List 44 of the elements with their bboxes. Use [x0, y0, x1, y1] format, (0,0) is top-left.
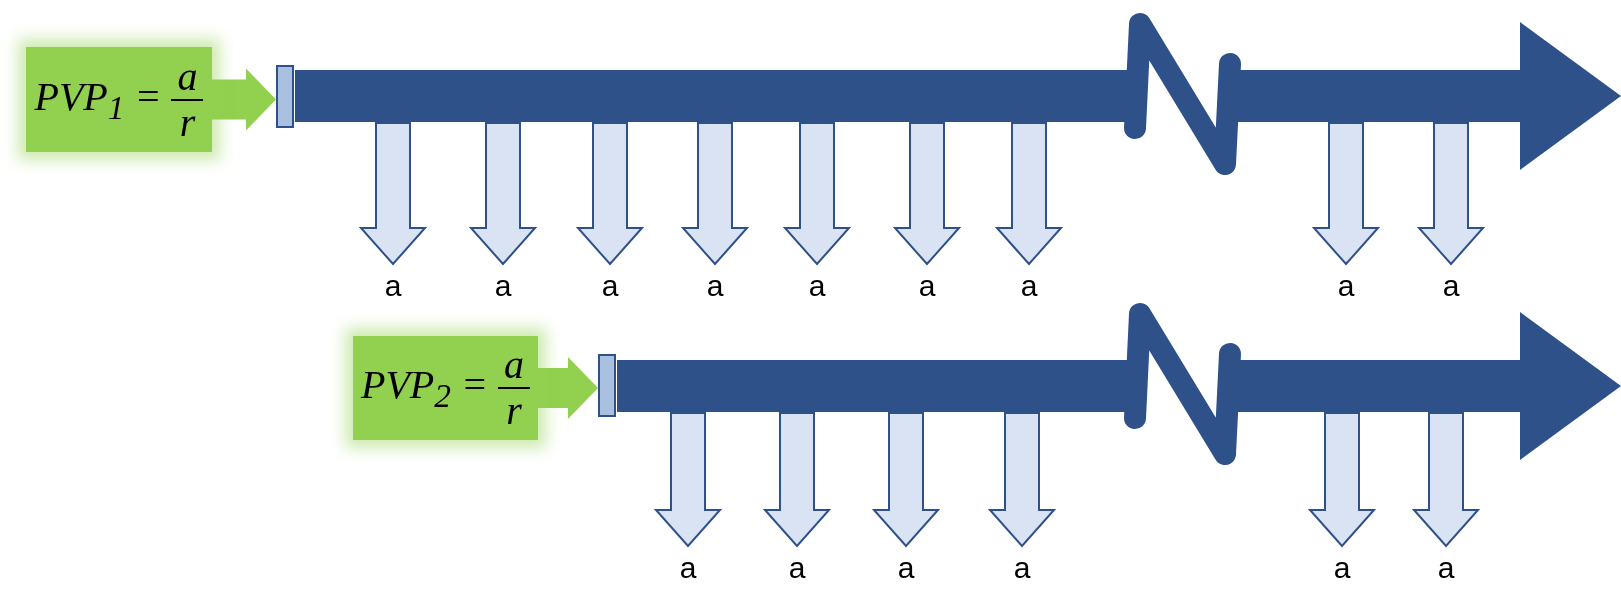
payment-label: a: [1426, 552, 1466, 584]
fraction-numerator: a: [498, 343, 530, 389]
down-arrow: [680, 122, 750, 266]
down-arrow: [762, 412, 832, 548]
payment-label: a: [590, 270, 630, 302]
fraction-denominator: r: [178, 100, 197, 145]
payment-label: a: [373, 270, 413, 302]
down-arrow: [892, 122, 962, 266]
formula-text: PVP$_{1}$ =: [34, 72, 162, 127]
down-arrow: [1311, 122, 1381, 266]
payment-label: a: [695, 270, 735, 302]
fraction-numerator: a: [171, 54, 204, 101]
down-arrow: [575, 122, 645, 266]
formula-box: [353, 336, 538, 440]
down-arrow: [994, 122, 1064, 266]
down-arrow: [782, 122, 852, 266]
formula-box: [26, 47, 212, 152]
payment-label: a: [1326, 270, 1366, 302]
payment-label: a: [1322, 552, 1362, 584]
payment-label: a: [483, 270, 523, 302]
down-arrow: [871, 412, 941, 548]
timeline-arrow: [295, 13, 1621, 175]
down-arrow: [1307, 412, 1377, 548]
formula-text: PVP$_{2}$ =: [361, 361, 488, 415]
payment-label: a: [668, 552, 708, 584]
payment-label: a: [907, 270, 947, 302]
start-marker: [276, 65, 294, 128]
payment-label: a: [1002, 552, 1042, 584]
payment-label: a: [777, 552, 817, 584]
down-arrow: [358, 122, 428, 266]
timeline-arrow: [617, 303, 1621, 465]
down-arrow: [653, 412, 723, 548]
block-arrow: [538, 357, 598, 419]
payment-label: a: [1009, 270, 1049, 302]
down-arrow: [1411, 412, 1481, 548]
block-arrow: [212, 68, 276, 131]
payment-label: a: [797, 270, 837, 302]
start-marker: [598, 354, 616, 417]
down-arrow: [468, 122, 538, 266]
fraction-denominator: r: [505, 389, 523, 433]
payment-label: a: [1431, 270, 1471, 302]
down-arrow: [1416, 122, 1486, 266]
down-arrow: [987, 412, 1057, 548]
payment-label: a: [886, 552, 926, 584]
